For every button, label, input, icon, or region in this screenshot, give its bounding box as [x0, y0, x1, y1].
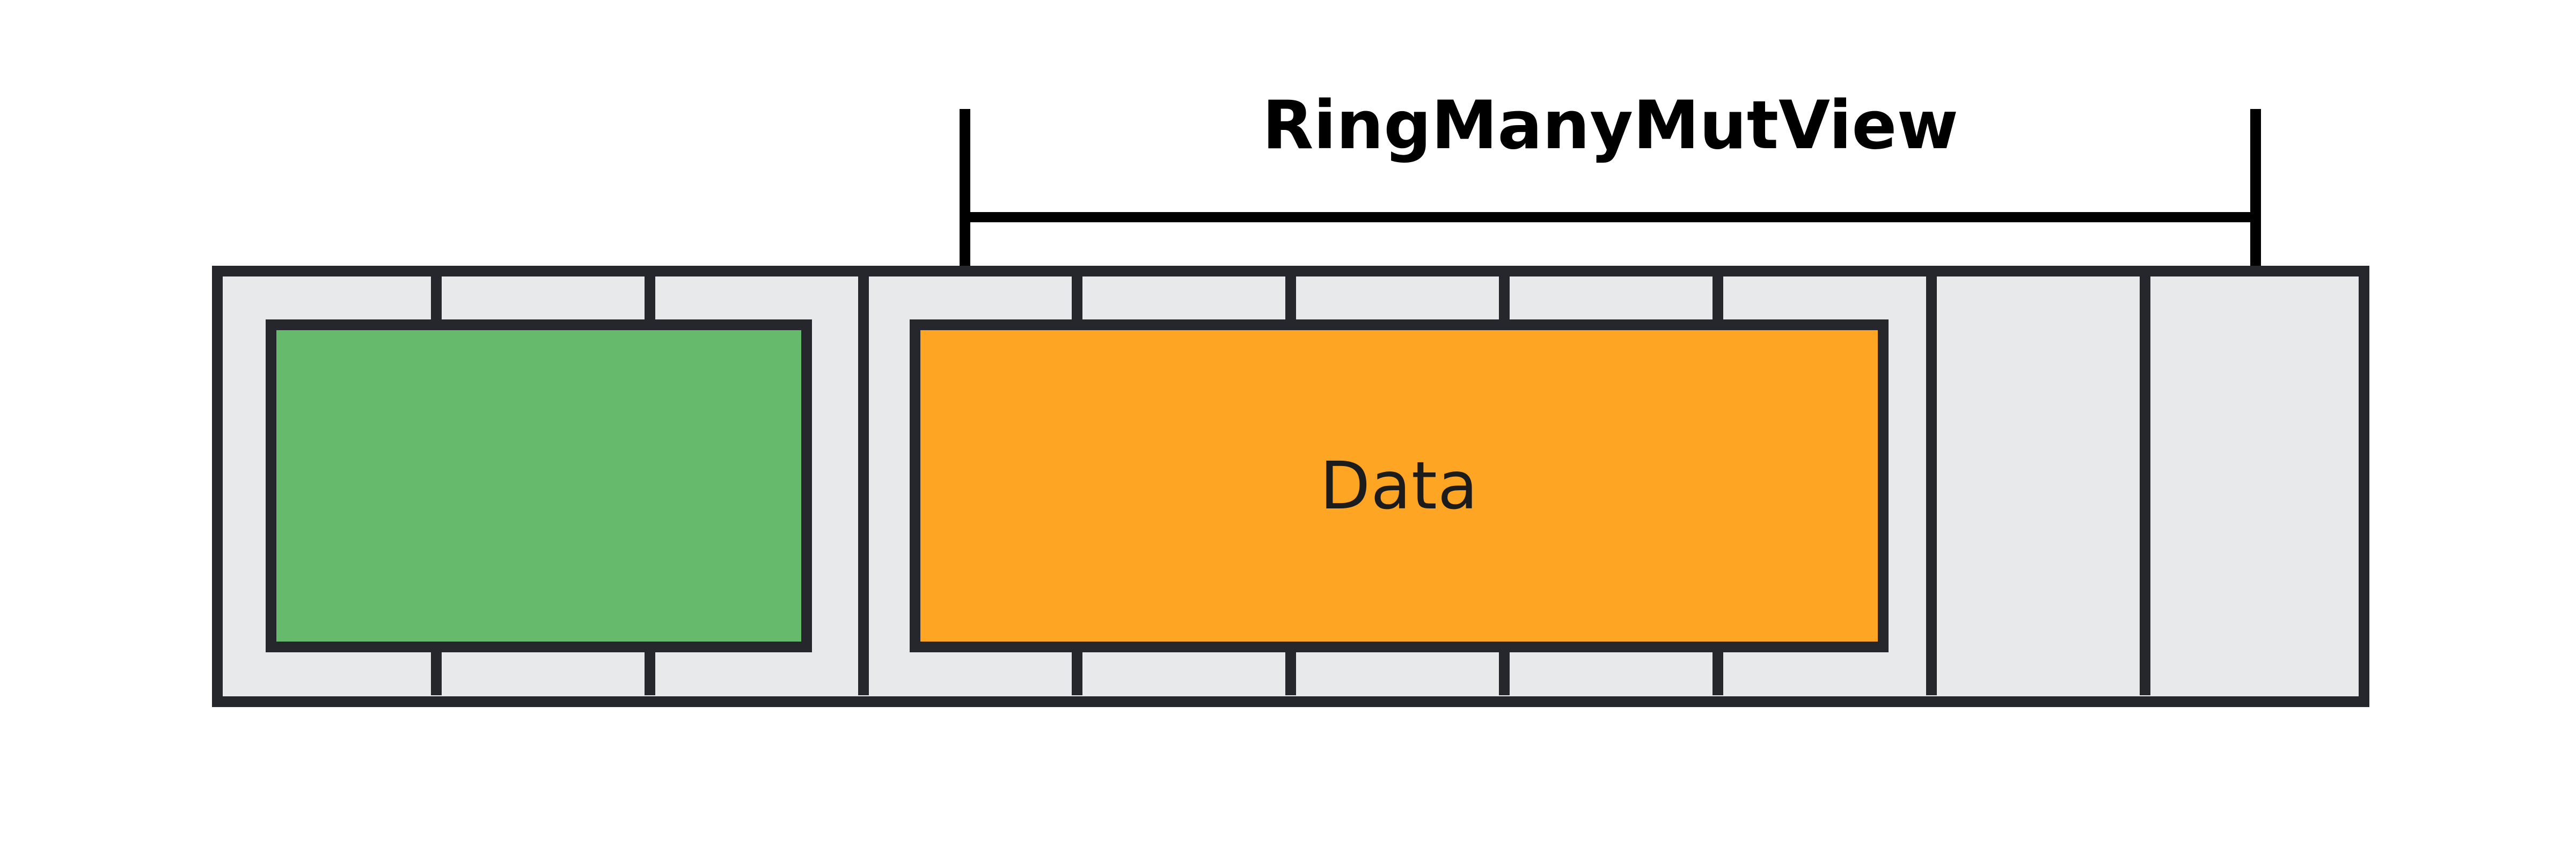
- cell-separator: [1926, 276, 1937, 695]
- cell-separator: [645, 276, 655, 695]
- ring-buffer-cells: Data: [223, 276, 2359, 695]
- bracket-label: RingManyMutView: [1262, 87, 1959, 164]
- green-block: [266, 319, 812, 652]
- cell-separator: [2140, 276, 2150, 695]
- data-block: Data: [910, 319, 1889, 652]
- cell-separator: [858, 276, 869, 695]
- cell-separator: [431, 276, 442, 695]
- bracket-left-tick: [960, 109, 970, 274]
- cell-separator: [1713, 276, 1723, 695]
- ring-buffer-box: Data: [212, 266, 2369, 707]
- cell-separator: [1285, 276, 1296, 695]
- bracket-right-tick: [2250, 109, 2261, 274]
- cell-separator: [1072, 276, 1082, 695]
- bracket-bar: [960, 212, 2261, 222]
- cell-separator: [1499, 276, 1510, 695]
- data-block-label: Data: [1320, 448, 1479, 524]
